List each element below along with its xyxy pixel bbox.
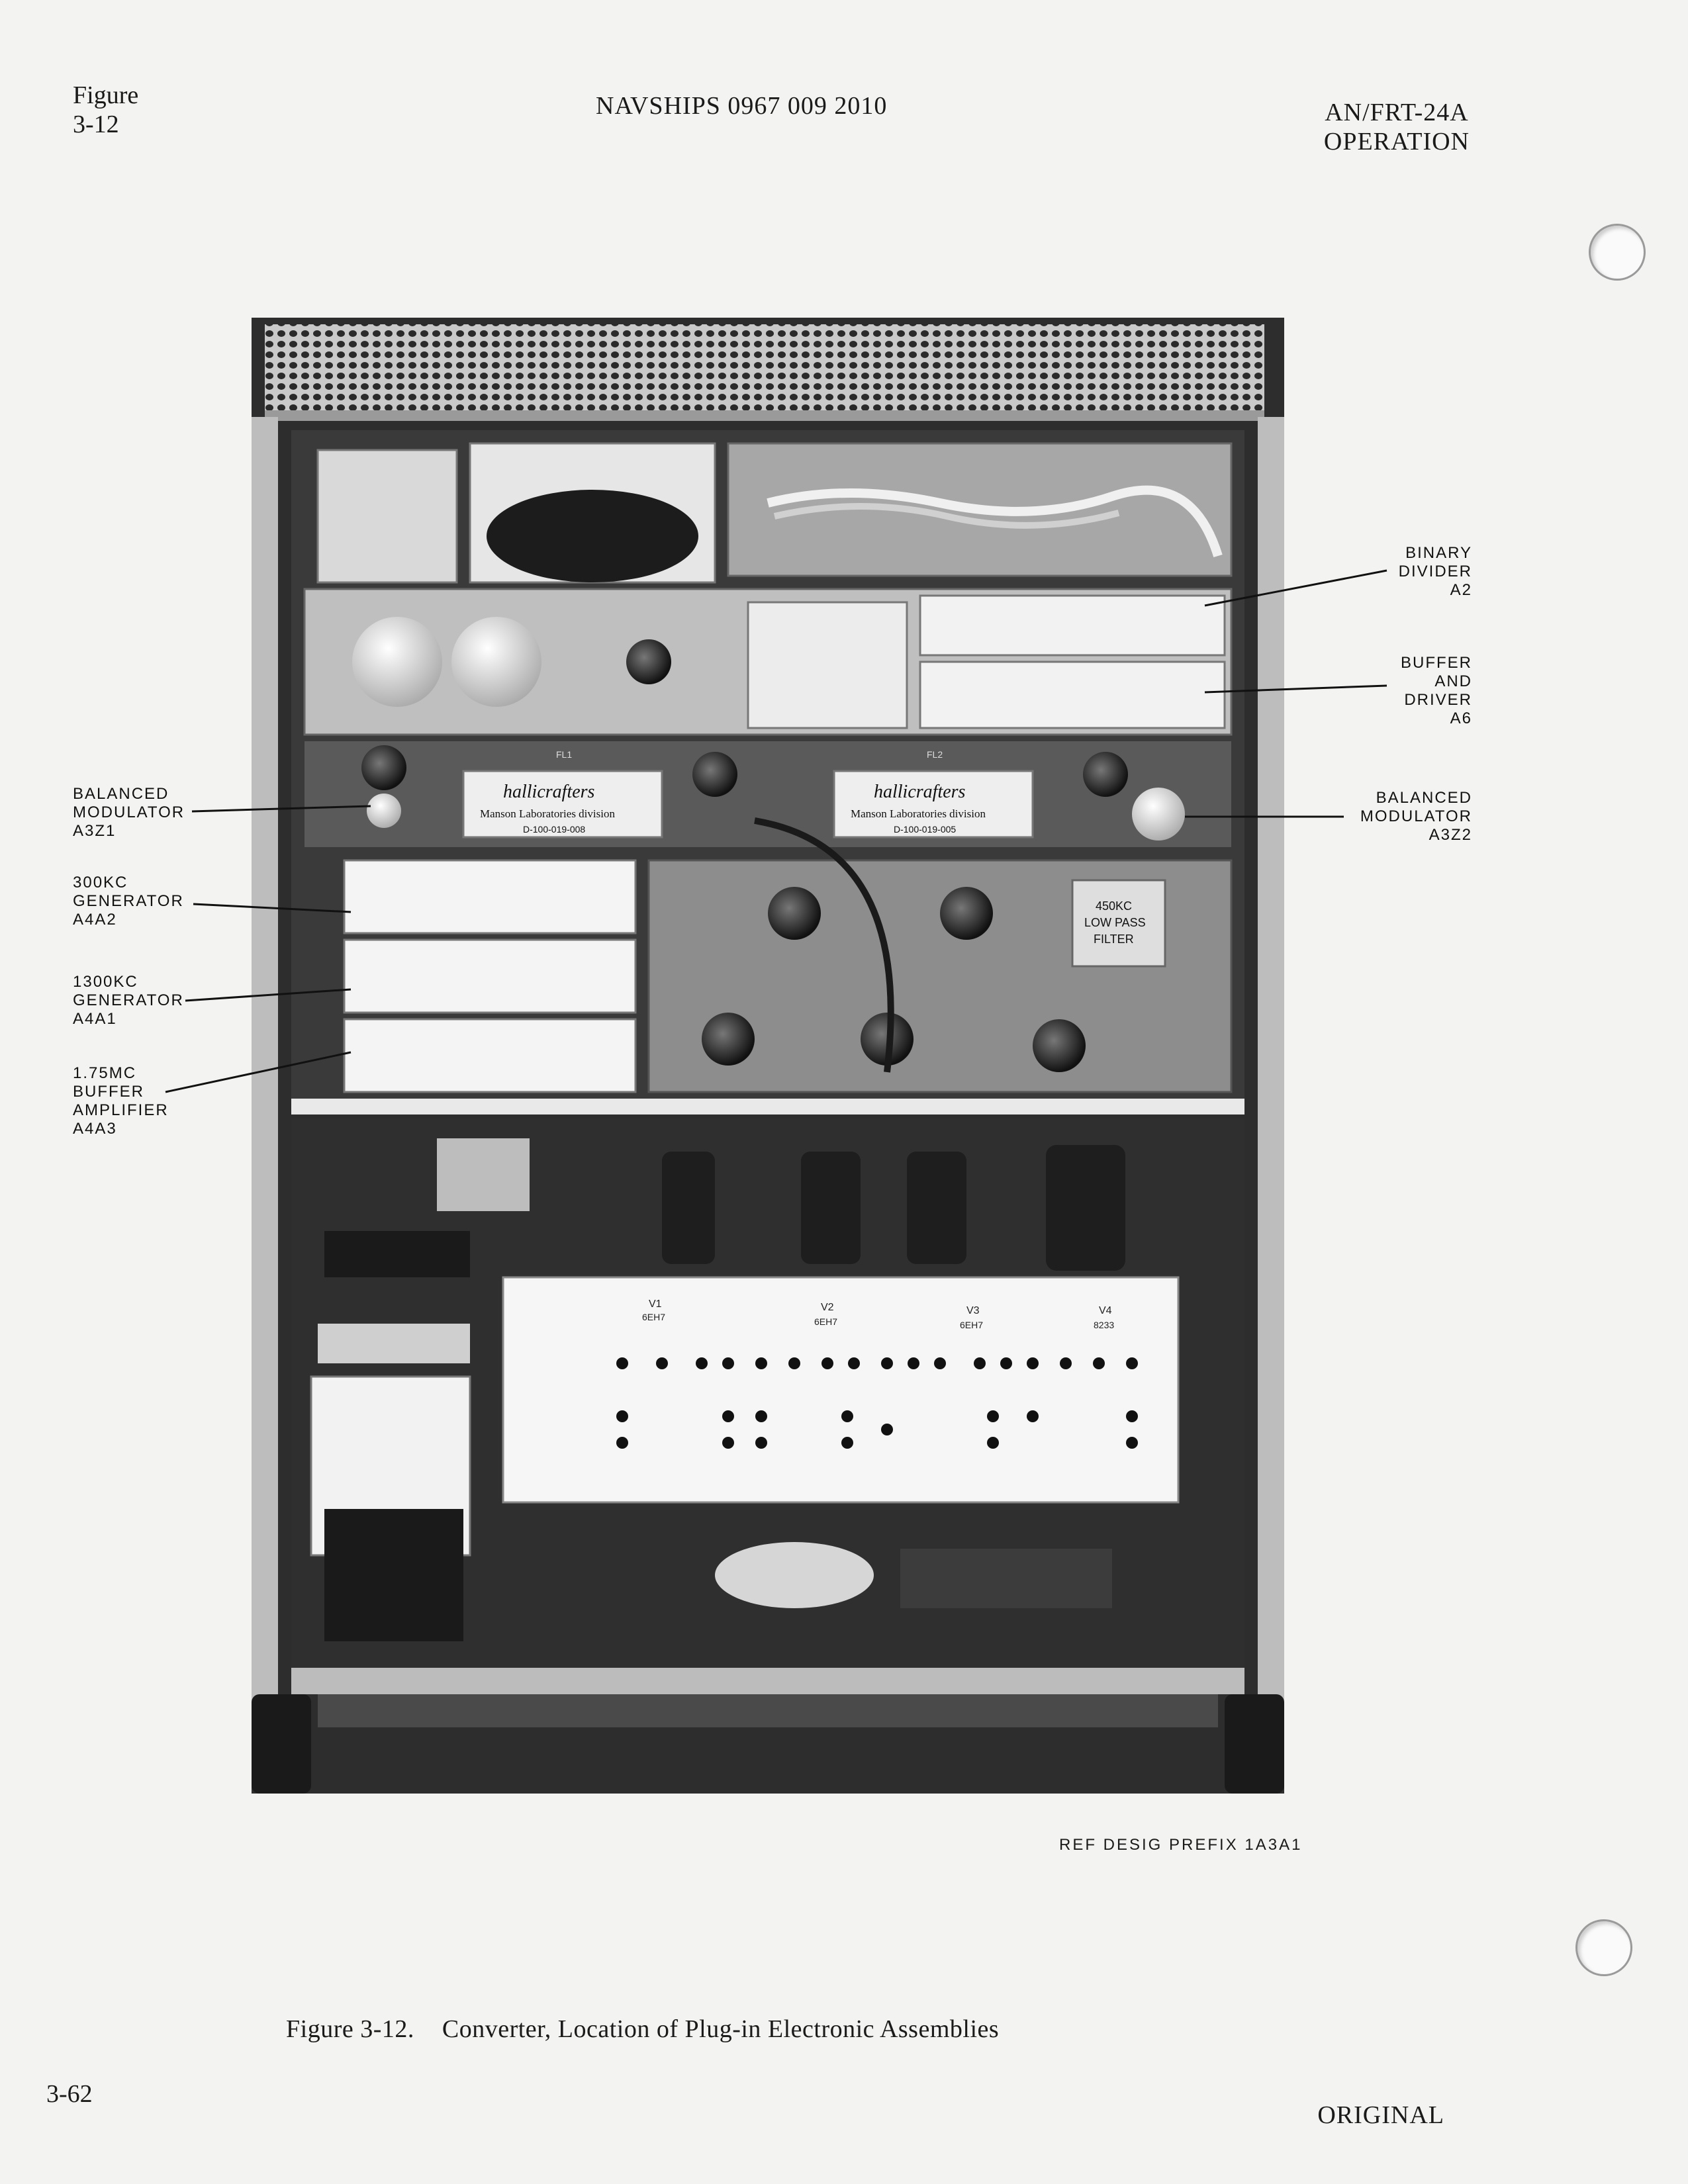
fan	[487, 490, 698, 582]
callout-balanced-modulator-a3z1: BALANCED MODULATOR A3Z1	[73, 785, 185, 840]
vent-grille	[265, 324, 1264, 410]
equipment-header: AN/FRT-24A OPERATION	[1324, 98, 1470, 156]
binary-divider-module	[919, 594, 1226, 657]
capacitor-can	[451, 617, 541, 707]
chassis-foot-left	[252, 1694, 311, 1794]
low-pass-filter	[1071, 879, 1166, 968]
frequency-table-plate	[324, 1509, 463, 1641]
leader-line	[185, 988, 352, 1002]
filter-brand-1: hallicrafters	[503, 782, 595, 802]
chassis-foot-right	[1225, 1694, 1284, 1794]
buffer-driver-module	[919, 660, 1226, 729]
lp-filter-line1: 450KC	[1096, 899, 1132, 913]
callout-300kc-generator: 300KC GENERATOR A4A2	[73, 874, 184, 929]
balanced-modulator-a3z2	[1132, 788, 1185, 841]
equipment-designation: AN/FRT-24A	[1325, 99, 1469, 126]
leader-line	[165, 1051, 352, 1093]
power-supply-box	[316, 449, 458, 584]
document-number: NAVSHIPS 0967 009 2010	[596, 92, 888, 120]
punch-hole-bottom	[1575, 1919, 1632, 1976]
filter-maker-1: Manson Laboratories division	[480, 807, 615, 820]
figure-number: 3-12	[73, 111, 119, 138]
lp-filter-line3: FILTER	[1094, 933, 1134, 946]
filter-fl2	[833, 770, 1034, 839]
callout-1300kc-generator: 1300KC GENERATOR A4A1	[73, 973, 184, 1028]
figure-word: Figure	[73, 81, 139, 109]
page-number: 3-62	[46, 2080, 93, 2108]
filter-fl1	[462, 770, 663, 839]
tube-label-v1: V1	[649, 1298, 662, 1310]
lp-filter-line2: LOW PASS	[1084, 916, 1146, 929]
filter-maker-2: Manson Laboratories division	[851, 807, 986, 820]
reference-designation: REF DESIG PREFIX 1A3A1	[1059, 1836, 1303, 1854]
tube-type-v4: 8233	[1094, 1320, 1114, 1330]
callout-binary-divider: BINARY DIVIDER A2	[1398, 544, 1472, 599]
filter-part-2: D-100-019-005	[894, 824, 956, 835]
filter-brand-2: hallicrafters	[874, 782, 966, 802]
leader-line	[1204, 684, 1387, 694]
caption-text: Converter, Location of Plug-in Electroni…	[442, 2015, 1000, 2043]
punch-hole-top	[1589, 224, 1646, 281]
leader-line	[1204, 569, 1387, 607]
figure-caption: Figure 3-12. Converter, Location of Plug…	[286, 2015, 999, 2044]
generator-300kc-module	[343, 859, 637, 934]
generator-1300kc-module	[343, 938, 637, 1014]
figure-tag: Figure 3-12	[73, 81, 138, 139]
caption-number: Figure 3-12.	[286, 2015, 414, 2043]
leader-line	[191, 805, 371, 813]
label-fl2: FL2	[927, 749, 943, 760]
tube-type-v1: 6EH7	[642, 1312, 665, 1322]
tube	[692, 752, 737, 797]
leader-line	[193, 903, 352, 913]
tube-type-v2: 6EH7	[814, 1316, 837, 1327]
transformer	[747, 601, 908, 729]
callout-buffer-amplifier: 1.75MC BUFFER AMPLIFIER A4A3	[73, 1064, 169, 1138]
label-fl1: FL1	[556, 749, 572, 760]
buffer-amplifier-module	[343, 1018, 637, 1093]
converter-chassis-photo: hallicrafters Manson Laboratories divisi…	[252, 318, 1284, 1794]
tube-type-v3: 6EH7	[960, 1320, 983, 1330]
tube	[1083, 752, 1128, 797]
tube-label-v4: V4	[1099, 1305, 1112, 1316]
callout-balanced-modulator-a3z2: BALANCED MODULATOR A3Z2	[1360, 789, 1472, 844]
tube	[361, 745, 406, 790]
tube-label-v2: V2	[821, 1302, 834, 1313]
section-title: OPERATION	[1323, 128, 1470, 156]
lower-circuit-board	[502, 1276, 1180, 1504]
page-status: ORIGINAL	[1317, 2101, 1444, 2129]
capacitor-can	[352, 617, 442, 707]
callout-buffer-driver: BUFFER AND DRIVER A6	[1401, 654, 1472, 727]
tube-label-v3: V3	[966, 1305, 980, 1316]
filter-part-1: D-100-019-008	[523, 824, 585, 835]
